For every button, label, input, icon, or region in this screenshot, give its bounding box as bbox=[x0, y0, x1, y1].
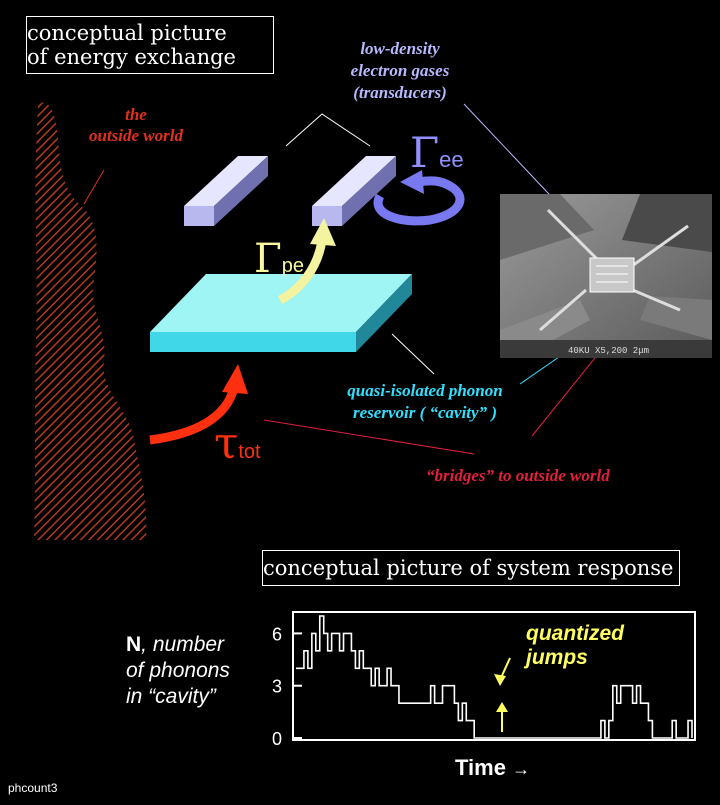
transducers-line1: low-density bbox=[360, 39, 440, 58]
y-tick-label: 6 bbox=[272, 624, 282, 644]
reservoir-line2: reservoir ( “cavity” ) bbox=[353, 403, 497, 422]
outside-world-shape bbox=[34, 102, 147, 540]
quantized-line1: quantized bbox=[526, 622, 624, 645]
time-axis-label: Time → bbox=[455, 755, 530, 781]
gamma-ee-sub: ee bbox=[439, 147, 464, 172]
y-label-bold: N bbox=[126, 633, 142, 656]
gamma-ee-symbol: Γ bbox=[410, 128, 440, 177]
y-tick-label: 3 bbox=[272, 677, 282, 697]
y-axis-label: N, number of phonons in “cavity” bbox=[126, 632, 266, 710]
energy-diagram: 40KU X5,200 2μm bbox=[34, 102, 712, 540]
phonon-chart: 0 3 6 bbox=[272, 611, 696, 748]
gamma-ee-label: Γee bbox=[410, 128, 464, 177]
y-tick-label: 0 bbox=[272, 729, 282, 748]
transducers-label: low-density electron gases (transducers) bbox=[330, 38, 470, 104]
reservoir-line1: quasi-isolated phonon bbox=[347, 381, 503, 400]
transducer-bar-right bbox=[312, 156, 396, 226]
outside-world-pointer bbox=[83, 169, 105, 205]
reservoir-label: quasi-isolated phonon reservoir ( “cavit… bbox=[310, 380, 540, 424]
quantized-line2: jumps bbox=[526, 646, 588, 669]
tau-tot-symbol: τ bbox=[214, 418, 239, 469]
y-label-line2: of phonons bbox=[126, 659, 230, 682]
tau-tot-label: τtot bbox=[214, 418, 261, 469]
micrograph-scale-text: 40KU X5,200 2μm bbox=[568, 346, 649, 356]
bridges-label: “bridges” to outside world bbox=[426, 466, 610, 485]
outside-world-line1: the bbox=[125, 105, 147, 124]
gamma-pe-symbol: Γ bbox=[254, 236, 282, 282]
reservoir-pointer bbox=[391, 333, 435, 375]
gamma-pe-sub: pe bbox=[281, 255, 305, 277]
outside-world-line2: outside world bbox=[89, 126, 183, 145]
sem-micrograph bbox=[500, 194, 712, 358]
gamma-ee-arrow bbox=[373, 176, 465, 226]
tau-tot-arrow bbox=[149, 386, 239, 445]
gamma-pe-arrow bbox=[277, 239, 327, 305]
y-label-rest: , number bbox=[141, 633, 225, 656]
footer-label: phcount3 bbox=[8, 781, 58, 795]
y-label-line3: in “cavity” bbox=[126, 685, 216, 708]
transducer-bar-left bbox=[184, 156, 268, 226]
bridges-pointer bbox=[263, 419, 475, 455]
quantized-jumps-label: quantized jumps bbox=[526, 622, 624, 670]
top-title-box: conceptual picture of energy exchange bbox=[26, 16, 274, 74]
gamma-pe-label: Γpe bbox=[254, 236, 304, 282]
chart-frame bbox=[292, 611, 696, 741]
top-title-line1: conceptual picture bbox=[27, 21, 227, 45]
time-label: Time bbox=[455, 755, 506, 780]
bottom-title-box: conceptual picture of system response bbox=[262, 550, 680, 586]
phonon-count-trace bbox=[296, 615, 693, 739]
arrow-right-icon: → bbox=[512, 759, 531, 779]
outside-world-label: the outside world bbox=[66, 104, 206, 146]
transducers-line2: electron gases bbox=[350, 61, 450, 80]
tau-tot-sub: tot bbox=[238, 441, 261, 463]
transducers-line3: (transducers) bbox=[353, 83, 447, 102]
top-title-line2: of energy exchange bbox=[27, 45, 236, 69]
transducer-pointer-lines bbox=[285, 113, 371, 147]
phonon-reservoir-slab bbox=[150, 274, 412, 352]
